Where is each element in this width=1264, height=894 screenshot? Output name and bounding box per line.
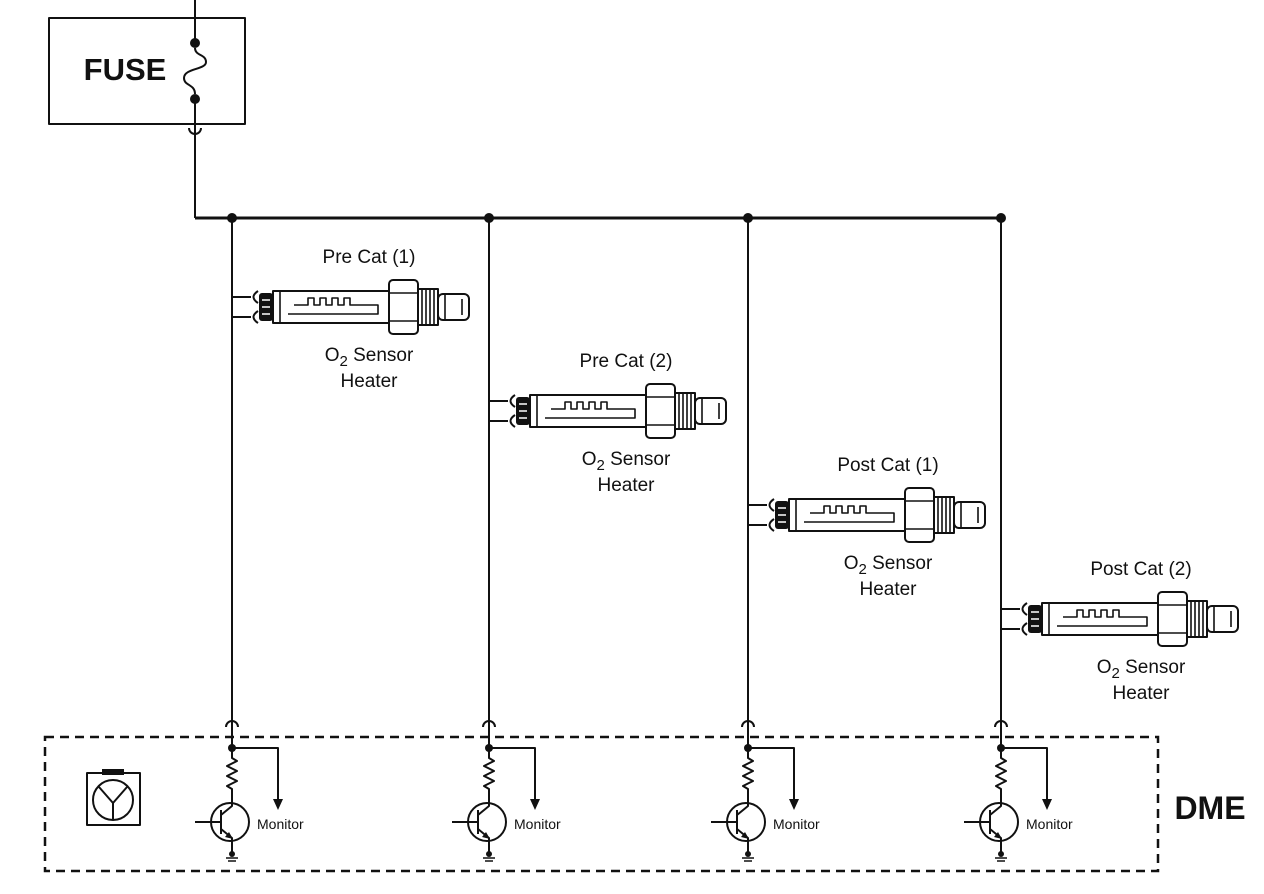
o2-sensor-post-cat-2: Post Cat (2) O2 Sensor Heater <box>1000 559 1239 704</box>
sensor-caption-line1: O2 Sensor <box>844 553 933 578</box>
o2-sensor-icon <box>1000 591 1239 647</box>
heater-driver-circuit <box>451 720 541 862</box>
dme-channel-pre-cat-2: Monitor <box>451 720 561 862</box>
sensor-title: Pre Cat (2) <box>580 351 673 372</box>
fuse-element-icon <box>183 47 207 95</box>
heater-driver-circuit <box>710 720 800 862</box>
o2-sensor-icon <box>488 383 727 439</box>
monitor-label: Monitor <box>1026 816 1073 832</box>
dme-channel-post-cat-1: Monitor <box>710 720 820 862</box>
sensor-caption-line2: Heater <box>1112 683 1170 704</box>
monitor-label: Monitor <box>514 816 561 832</box>
sensor-caption-line1: O2 Sensor <box>325 345 414 370</box>
o2-sensor-icon <box>231 279 470 335</box>
o2-sensor-pre-cat-1: Pre Cat (1) O2 Sensor Heater <box>231 247 470 392</box>
sensor-title: Pre Cat (1) <box>323 247 416 268</box>
sensor-title: Post Cat (1) <box>837 455 938 476</box>
dme-box <box>43 735 1160 873</box>
heater-driver-circuit <box>963 720 1053 862</box>
dme-label: DME <box>1174 790 1245 826</box>
monitor-label: Monitor <box>773 816 820 832</box>
fuse-connector-icon <box>188 127 202 135</box>
o2-sensor-post-cat-1: Post Cat (1) O2 Sensor Heater <box>747 455 986 600</box>
o2-sensor-pre-cat-2: Pre Cat (2) O2 Sensor Heater <box>488 351 727 496</box>
dme-channel-post-cat-2: Monitor <box>963 720 1073 862</box>
fuse-block: FUSE <box>48 0 246 218</box>
fuse-terminal-top <box>190 38 200 48</box>
sensor-caption-line1: O2 Sensor <box>582 449 671 474</box>
sensor-caption-line2: Heater <box>340 371 398 392</box>
dme-channel-pre-cat-1: Monitor <box>194 720 304 862</box>
fuse-label: FUSE <box>84 52 167 87</box>
sensor-title: Post Cat (2) <box>1090 559 1191 580</box>
sensor-caption-line1: O2 Sensor <box>1097 657 1186 682</box>
monitor-label: Monitor <box>257 816 304 832</box>
ecu-logo-icon <box>86 769 141 826</box>
dme-control-unit: DME Monitor Monitor Monitor Monitor <box>43 720 1246 873</box>
sensor-caption-line2: Heater <box>597 475 655 496</box>
sensor-caption-line2: Heater <box>859 579 917 600</box>
fuse-box <box>48 17 246 125</box>
heater-driver-circuit <box>194 720 284 862</box>
o2-sensor-icon <box>747 487 986 543</box>
